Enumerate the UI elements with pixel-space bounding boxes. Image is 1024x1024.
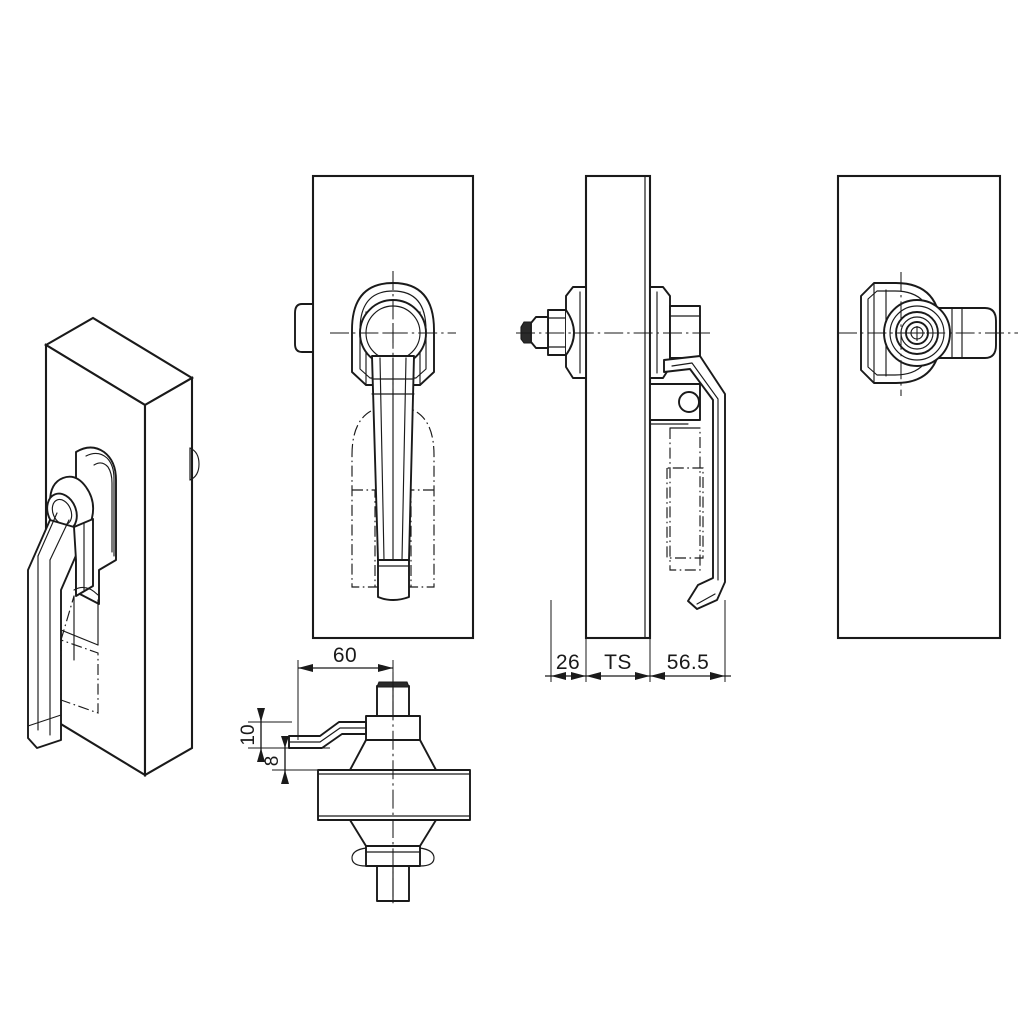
plan-detail-view	[288, 672, 471, 905]
front-panel-tab	[294, 303, 314, 353]
iso-escutcheon-inner-a	[85, 452, 115, 557]
dim-565-text: 56.5	[667, 651, 709, 674]
front-handle-shaft-edge-r	[401, 357, 407, 561]
iso-cam-phantom-top	[60, 595, 75, 641]
dim-60-arrow-left	[298, 664, 313, 672]
iso-panel-edge-tab	[189, 447, 200, 481]
dim-ts-arrow-right	[635, 672, 650, 680]
dim-10-text: 10	[238, 724, 259, 745]
isometric-view	[27, 316, 200, 777]
rear-view	[836, 174, 1018, 640]
iso-cam-visible-d	[73, 586, 99, 596]
side-handle-lever-tip	[696, 593, 716, 605]
dim-ts-text: TS	[604, 651, 632, 674]
plan-body-disc	[317, 769, 471, 821]
plan-collar-ear-right	[419, 847, 435, 867]
side-handle-lever	[663, 355, 726, 610]
side-cam-phantom	[669, 428, 701, 571]
iso-handle-lever-crease-4	[37, 512, 58, 557]
plan-lever-arm-crease	[288, 727, 367, 743]
side-cam-phantom-box	[666, 467, 704, 559]
dim-8-arrow-bot	[281, 770, 289, 784]
front-cam-phantom	[351, 405, 435, 588]
front-escutcheon-inner	[359, 290, 427, 379]
dim-565-arrow-right	[710, 672, 725, 680]
rear-panel	[836, 174, 1002, 640]
front-handle-shaft-edge-l	[379, 357, 385, 561]
dim-10-arrow-bot	[257, 748, 265, 762]
plan-lever-arm	[288, 721, 367, 749]
iso-panel-side-face	[143, 376, 194, 777]
dimension-60: 60	[297, 644, 394, 740]
side-panel-section	[584, 174, 652, 640]
dim-60-arrow-right	[378, 664, 393, 672]
dim-26-text: 26	[556, 651, 580, 674]
side-handle-lever-inner-edge	[671, 362, 719, 581]
side-view	[516, 174, 726, 640]
dim-8-arrow-top	[281, 736, 289, 748]
iso-escutcheon-inner-b	[93, 462, 113, 553]
dim-ts-arrow-left	[586, 672, 601, 680]
dimension-10: 10	[238, 708, 292, 762]
dim-60-text: 60	[333, 644, 357, 667]
iso-cam-phantom	[60, 639, 99, 714]
front-handle-tip	[377, 559, 410, 601]
iso-cam-visible-b	[60, 629, 99, 646]
dim-565-arrow-left	[650, 672, 665, 680]
dim-10-arrow-top	[257, 708, 265, 722]
side-spindle-stub	[669, 305, 701, 359]
dim-8-text: 8	[262, 756, 283, 767]
front-view	[294, 174, 475, 640]
side-mount-pivot-hole	[678, 391, 700, 413]
dim-26-arrow-right	[571, 672, 586, 680]
iso-handle-lever-crease-3	[49, 519, 70, 561]
plan-collar-ear-left	[351, 847, 367, 867]
dimension-8: 8	[262, 736, 330, 784]
dim-26-arrow-left	[551, 672, 566, 680]
dimension-chain-side: 26 TS 56.5	[545, 600, 731, 682]
iso-handle-tip	[27, 714, 62, 727]
